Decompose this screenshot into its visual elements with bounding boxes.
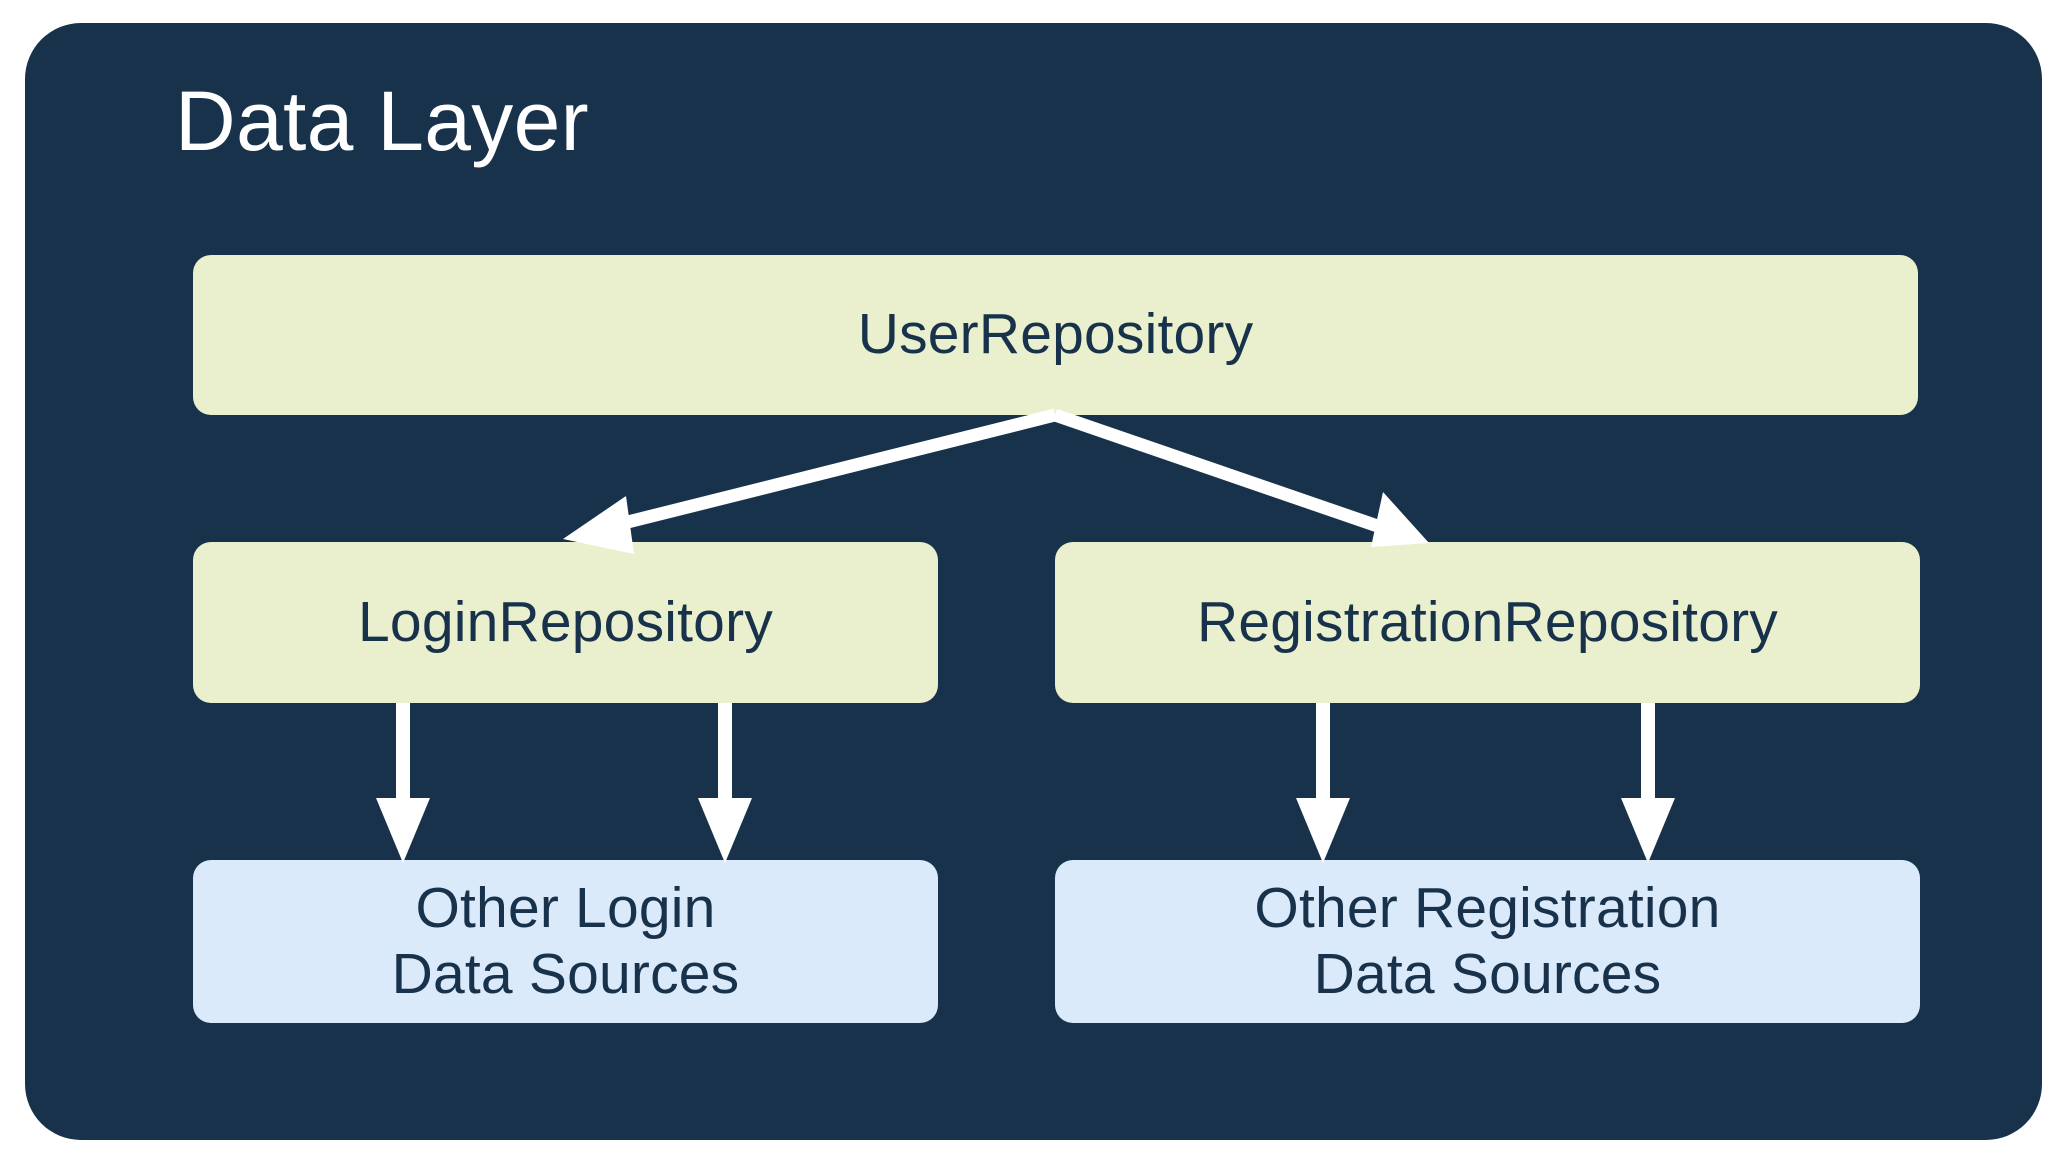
node-other-login-data-sources-label: Other Login Data Sources (391, 875, 740, 1006)
node-registration-repository[interactable]: RegistrationRepository (1055, 542, 1920, 703)
node-login-repository[interactable]: LoginRepository (193, 542, 938, 703)
node-registration-repository-label: RegistrationRepository (1197, 589, 1778, 654)
node-user-repository[interactable]: UserRepository (193, 255, 1918, 415)
node-login-repository-label: LoginRepository (358, 589, 773, 654)
node-other-login-data-sources[interactable]: Other Login Data Sources (193, 860, 938, 1023)
data-layer-title: Data Layer (175, 74, 589, 168)
node-other-registration-data-sources-label: Other Registration Data Sources (1254, 875, 1721, 1006)
node-other-registration-data-sources[interactable]: Other Registration Data Sources (1055, 860, 1920, 1023)
node-user-repository-label: UserRepository (857, 302, 1254, 367)
